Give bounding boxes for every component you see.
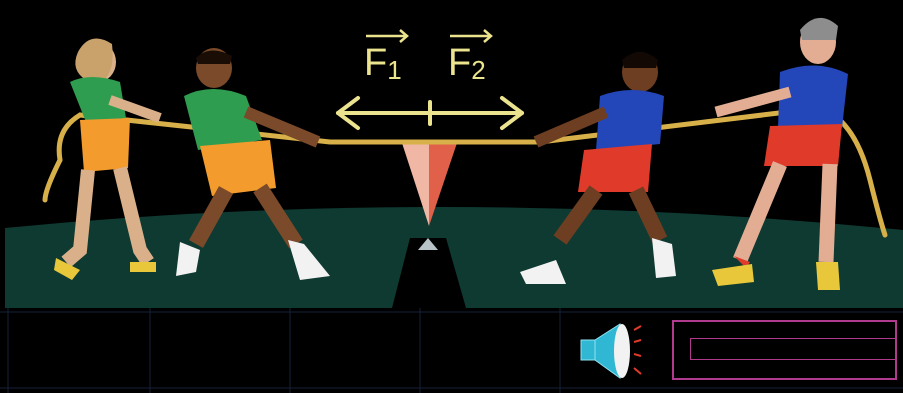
speaker-icon xyxy=(578,318,642,384)
force-arrows xyxy=(338,98,522,128)
force-1-subscript: 1 xyxy=(387,55,401,85)
force-2-letter: F xyxy=(448,42,471,84)
vector-marks xyxy=(366,30,491,42)
audio-button[interactable] xyxy=(578,318,642,384)
force-label-2: F2 xyxy=(448,44,486,83)
force-label-1: F1 xyxy=(364,44,402,83)
progress-bar[interactable] xyxy=(690,338,896,360)
force-2-subscript: 2 xyxy=(471,55,485,85)
force-1-letter: F xyxy=(364,42,387,84)
